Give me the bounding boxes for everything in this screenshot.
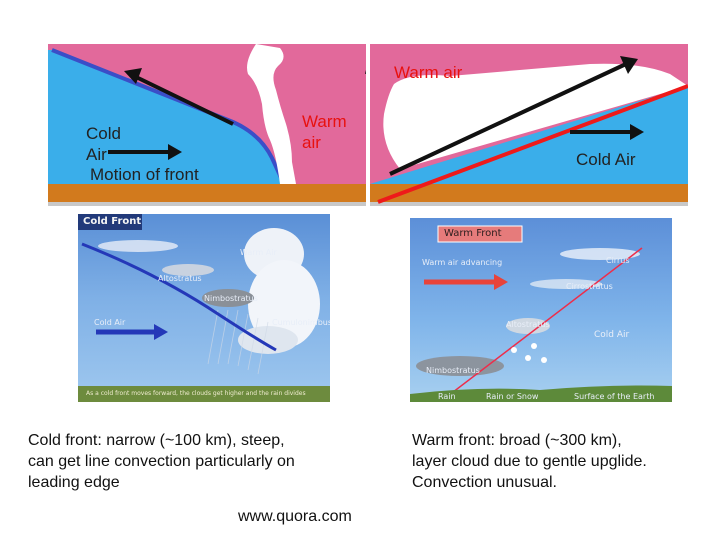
cold-air-label-right: Cold Air (576, 150, 636, 170)
source-credit: www.quora.com (238, 506, 352, 527)
motion-of-front-label: Motion of front (90, 165, 199, 185)
photo-label-cirrus: Cirrus (606, 256, 629, 265)
photo-label-altostratus: Altostratus (158, 274, 202, 283)
photo-label-cold-air: Cold Air (594, 330, 629, 340)
warm-front-caption-line1: Warm front: broad (~300 km), (412, 430, 647, 451)
cold-front-caption-line1: Cold front: narrow (~100 km), steep, (28, 430, 295, 451)
warm-air-label-line1: Warm (302, 112, 347, 132)
photo-label-cumulonimbus: Cumulonimbus (272, 318, 330, 327)
photo-label-surface-of-earth: Surface of the Earth (574, 392, 654, 401)
warm-air-label-line2: air (302, 133, 321, 153)
cold-front-photo-footer: As a cold front moves forward, the cloud… (86, 390, 306, 397)
warm-front-illustration: Warm Front Warm air advancing Cirrus Cir… (410, 218, 672, 402)
cold-front-caption-line3: leading edge (28, 472, 295, 493)
photo-label-warm-air-advancing: Warm air advancing (422, 258, 502, 267)
warm-front-caption: Warm front: broad (~300 km), layer cloud… (412, 430, 647, 493)
photo-label-warm-air: Warm Air (240, 248, 277, 257)
photo-label-cold-air: Cold Air (94, 318, 125, 327)
warm-front-caption-line2: layer cloud due to gentle upglide. (412, 451, 647, 472)
cold-front-illustration: Cold Front Warm Air Altostratus Nimbostr… (78, 214, 330, 402)
photo-label-altostratus: Altostratus (506, 320, 550, 329)
warm-air-label-right: Warm air (394, 63, 462, 83)
warm-front-caption-line3: Convection unusual. (412, 472, 647, 493)
cold-front-photo-title: Cold Front (83, 216, 141, 227)
warm-front-photo-title: Warm Front (444, 228, 502, 239)
photo-label-rain-or-snow: Rain or Snow (486, 392, 538, 401)
ground-strip (48, 184, 366, 202)
cold-air-label-line2: Air (86, 145, 107, 165)
snowflakes (511, 343, 547, 363)
photo-label-rain: Rain (438, 392, 456, 401)
photo-label-nimbostratus: Nimbostratus (204, 294, 258, 303)
photo-label-cirrostratus: Cirrostratus (566, 282, 613, 291)
cold-air-label-line1: Cold (86, 124, 121, 144)
photo-label-nimbostratus: Nimbostratus (426, 366, 480, 375)
cold-front-caption: Cold front: narrow (~100 km), steep, can… (28, 430, 295, 493)
cold-front-caption-line2: can get line convection particularly on (28, 451, 295, 472)
